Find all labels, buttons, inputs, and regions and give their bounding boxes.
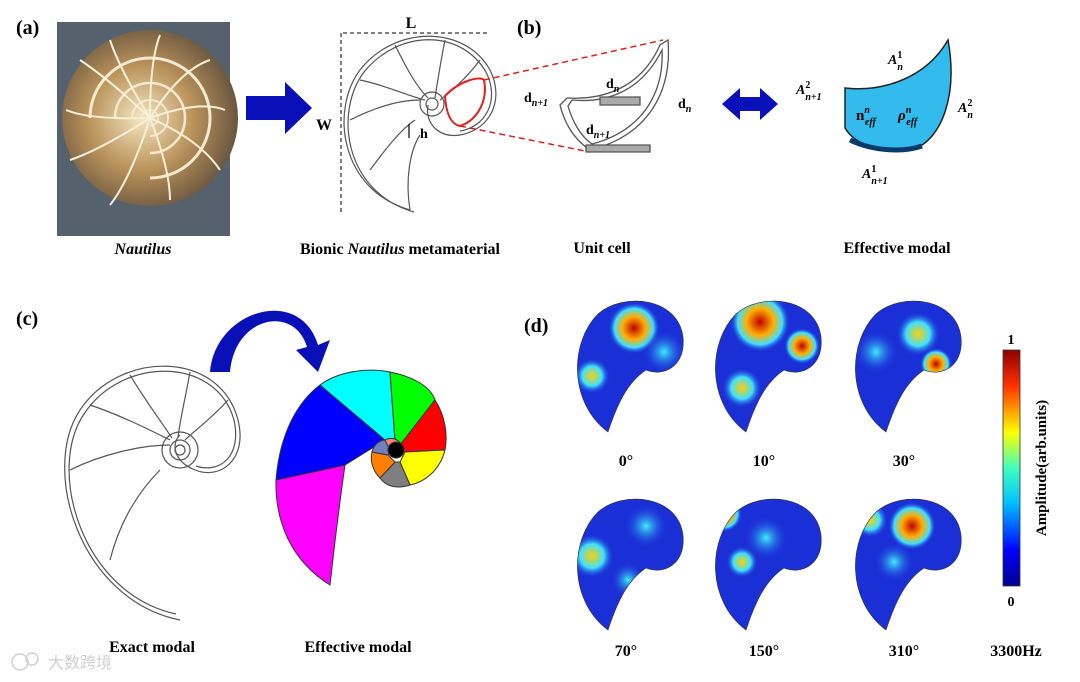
label-d-n-top: dn xyxy=(606,77,620,95)
unit-cell-caption: Unit cell xyxy=(573,240,631,257)
field-map-4 xyxy=(706,490,826,635)
panel-c-tag: (c) xyxy=(16,308,38,330)
effective-modal-caption-b: Effective modal xyxy=(843,240,951,257)
bionic-nautilus-metamaterial xyxy=(344,36,496,212)
panel-d-tag: (d) xyxy=(524,315,548,337)
double-arrow-icon xyxy=(722,88,778,120)
field-hotspot xyxy=(642,330,686,374)
frequency-label: 3300Hz xyxy=(990,643,1042,660)
metamaterial-caption: Bionic Nautilus metamaterial xyxy=(300,241,501,258)
field-map-2 xyxy=(846,292,966,437)
field-hotspot xyxy=(624,504,668,548)
angle-label: 30° xyxy=(893,453,915,470)
dimension-l-label: L xyxy=(406,15,417,32)
field-hotspot xyxy=(854,330,898,374)
label-d-n-right: dn xyxy=(678,97,692,115)
panel-b-tag: (b) xyxy=(517,17,541,39)
angle-label: 0° xyxy=(619,453,633,470)
field-hotspot xyxy=(784,328,820,364)
dimension-h-label: h xyxy=(420,127,428,142)
right-arrow-icon xyxy=(246,82,312,134)
segment-magenta xyxy=(276,465,345,585)
segment-black xyxy=(388,442,404,458)
field-hotspot xyxy=(570,534,614,578)
colorbar-title: Amplitude(arb.units) xyxy=(1034,400,1050,536)
field-hotspot xyxy=(610,562,646,598)
angle-label: 10° xyxy=(753,453,775,470)
field-map-0 xyxy=(568,292,688,437)
field-hotspot xyxy=(874,542,914,582)
effective-modal-shell xyxy=(276,370,446,585)
unit-cell-shape xyxy=(560,40,668,152)
watermark: 大数跨境 xyxy=(12,653,112,672)
field-hotspot xyxy=(726,546,758,578)
field-map-1 xyxy=(706,292,826,437)
exact-modal-shell xyxy=(65,366,240,620)
field-background xyxy=(706,490,826,635)
field-hotspot xyxy=(574,358,610,394)
angle-label: 70° xyxy=(615,643,637,660)
effective-modal-caption-c: Effective modal xyxy=(304,639,412,656)
dimension-w-label: W xyxy=(316,117,332,134)
label-d-n1-left: dn+1 xyxy=(524,91,548,109)
field-hotspot xyxy=(722,368,762,408)
field-map-5 xyxy=(846,490,966,635)
nautilus-caption: Nautilus xyxy=(114,241,172,258)
colorbar-min-label: 0 xyxy=(1008,595,1015,610)
panel-a-tag: (a) xyxy=(16,17,39,39)
field-map-grid: 0° 10° 30° 70° 150° 310° xyxy=(568,292,966,660)
field-hotspot xyxy=(730,292,790,352)
angle-label: 150° xyxy=(749,643,779,660)
angle-label: 310° xyxy=(889,643,919,660)
field-hotspot xyxy=(920,348,952,380)
unit-cell-highlight xyxy=(445,79,485,126)
zoom-line-top xyxy=(484,40,663,80)
field-hotspot xyxy=(706,496,742,532)
watermark-text: 大数跨境 xyxy=(48,653,112,672)
exact-modal-caption: Exact modal xyxy=(109,639,195,656)
colorbar-max-label: 1 xyxy=(1008,333,1015,348)
field-map-3 xyxy=(568,490,688,635)
colorbar xyxy=(1003,350,1020,586)
curved-arrow-icon xyxy=(210,311,330,372)
nautilus-photo xyxy=(57,22,238,236)
